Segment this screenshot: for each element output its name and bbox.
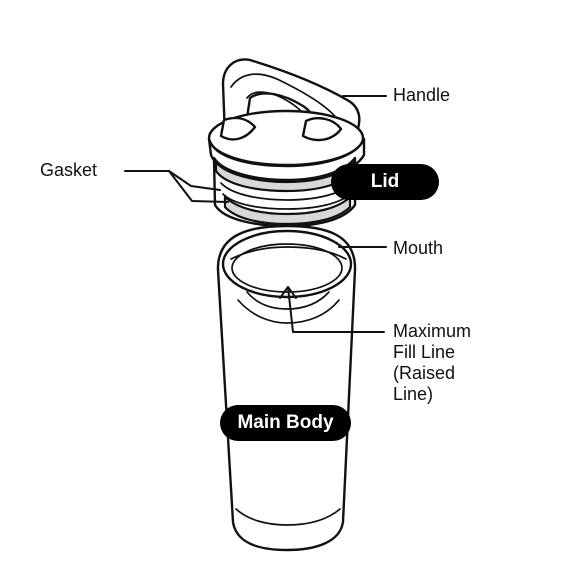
handle-label: Handle (393, 85, 451, 105)
lid-label-pill: Lid (331, 164, 439, 200)
maximum-fill-line-label-line: Maximum (393, 321, 472, 341)
maximum-fill-line-label: Maximum Fill Line (Raised Line) (393, 321, 471, 405)
maximum-fill-line-label-line: Line) (393, 384, 434, 404)
mouth-label: Mouth (393, 238, 444, 258)
main-body-label-pill: Main Body (220, 405, 351, 441)
lid-cap-drawing (207, 109, 366, 183)
maximum-fill-line-label-line: Fill Line (393, 342, 456, 362)
gasket-label: Gasket (40, 160, 98, 180)
lid-gasket-threads-drawing (212, 156, 357, 228)
main-body-drawing (216, 224, 357, 552)
maximum-fill-line-label-line: (Raised (393, 363, 456, 383)
leader-lines (124, 95, 387, 333)
